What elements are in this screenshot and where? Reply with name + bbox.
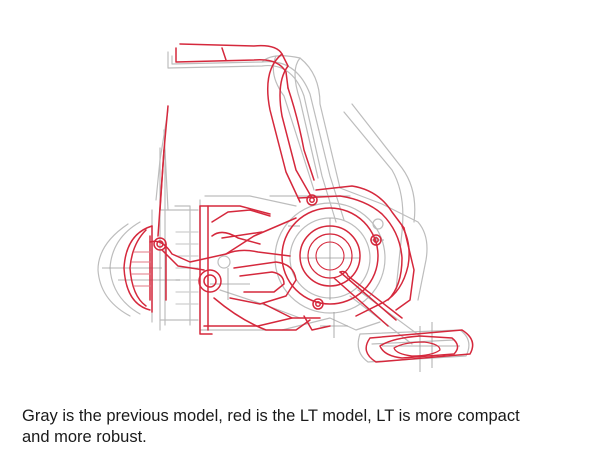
previous-model-outline [97,51,470,363]
reel-technical-drawing [97,43,474,372]
figure-caption: Gray is the previous model, red is the L… [22,407,520,446]
lt-model-outline [123,43,474,363]
